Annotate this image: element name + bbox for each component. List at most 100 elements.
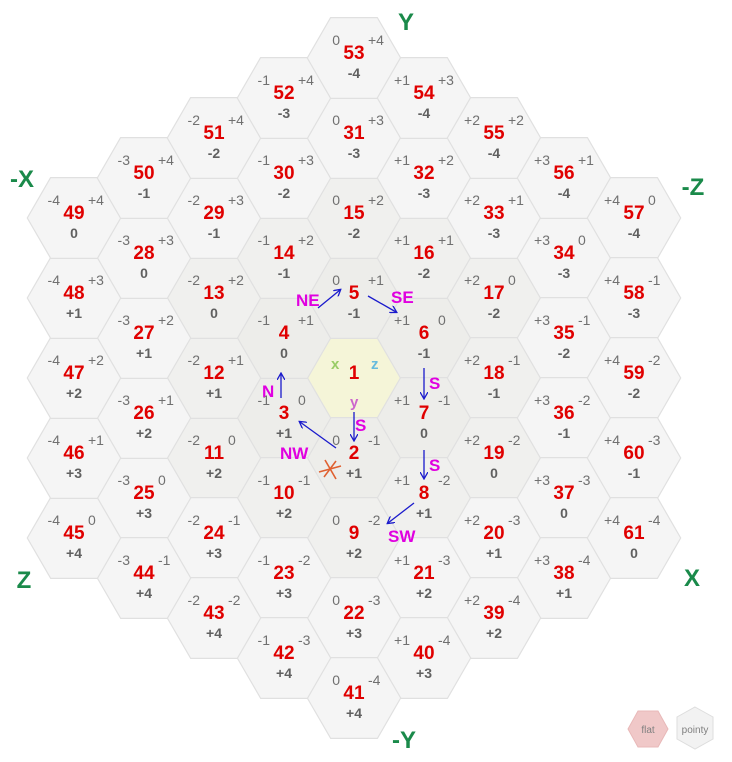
cell-number: 32 <box>413 163 434 184</box>
cell-x-coord: -2 <box>188 272 201 288</box>
cell-z-coord: -3 <box>438 552 451 568</box>
arrow-4-to-5 <box>317 290 340 309</box>
cell-x-coord: -2 <box>188 352 201 368</box>
cell-number: 54 <box>413 83 435 104</box>
cell-y-coord: +3 <box>346 625 362 641</box>
hex-cell-29: 29-2+3-1 <box>166 177 262 259</box>
cell-x-coord: +1 <box>394 152 410 168</box>
hex-cell-13: 13-2+20 <box>166 257 262 339</box>
cell-number: 26 <box>133 403 154 424</box>
flat-toggle-button[interactable]: flat <box>627 710 669 748</box>
cell-x-coord: 0 <box>332 592 340 608</box>
cell-z-coord: +3 <box>368 112 384 128</box>
hex-cell-23: 23-1-2+3 <box>236 536 332 620</box>
cell-x-coord: -4 <box>48 432 61 448</box>
cell-number: 46 <box>63 443 84 464</box>
hex-cell-9: 90-2+2 <box>306 497 402 580</box>
cell-y-coord: +4 <box>66 545 82 561</box>
cell-number: 28 <box>133 243 154 264</box>
arrow-8-to-9 <box>388 502 415 523</box>
cell-number: 52 <box>273 83 294 104</box>
origin-z-letter: z <box>371 356 379 373</box>
hex-cell-55: 55+2+2-4 <box>446 96 542 179</box>
cell-number: 51 <box>203 123 225 144</box>
cell-y-coord: +4 <box>136 585 152 601</box>
cell-number: 27 <box>133 323 154 344</box>
cell-x-coord: +3 <box>534 152 550 168</box>
direction-ne-label: NE <box>296 291 320 310</box>
cell-y-coord: +4 <box>276 665 292 681</box>
cell-x-coord: +4 <box>604 192 620 208</box>
cell-number: 2 <box>349 443 360 464</box>
cell-x-coord: -3 <box>118 472 131 488</box>
cell-number: 33 <box>483 203 504 224</box>
cell-number: 8 <box>419 483 430 504</box>
cell-number: 38 <box>553 563 574 584</box>
direction-n-label: N <box>262 382 274 401</box>
cell-z-coord: +2 <box>88 352 104 368</box>
cell-x-coord: 0 <box>332 512 340 528</box>
hex-cell-49: 49-4+40 <box>26 177 122 259</box>
axis-neg-z-label: -Z <box>682 174 705 201</box>
cell-x-coord: +1 <box>394 72 410 88</box>
hex-cell-61: 61+4-40 <box>586 497 682 580</box>
axis-x-label: X <box>684 565 700 592</box>
cell-x-coord: +2 <box>464 192 480 208</box>
pointy-toggle-button[interactable]: pointy <box>676 706 714 750</box>
cell-z-coord: -4 <box>648 512 661 528</box>
hex-cell-32: 32+1+2-3 <box>376 137 472 219</box>
cell-z-coord: +4 <box>368 32 384 48</box>
axis-neg-y-label: -Y <box>392 727 416 754</box>
cell-number: 16 <box>413 243 434 264</box>
cell-x-coord: +4 <box>604 352 620 368</box>
pointy-toggle-shape[interactable] <box>676 706 714 750</box>
axis-y-label: Y <box>398 9 414 36</box>
hex-cell-40: 40+1-4+3 <box>376 616 472 700</box>
cell-y-coord: -1 <box>418 345 431 361</box>
cell-x-coord: +2 <box>464 352 480 368</box>
cell-y-coord: 0 <box>560 505 568 521</box>
cell-y-coord: +1 <box>136 345 152 361</box>
hex-cell-18: 18+2-1-1 <box>446 337 542 419</box>
cell-number: 18 <box>483 363 504 384</box>
cell-number: 35 <box>553 323 575 344</box>
cell-number: 57 <box>623 203 644 224</box>
cell-z-coord: -2 <box>578 392 591 408</box>
cell-y-coord: +2 <box>136 425 152 441</box>
cell-z-coord: -1 <box>228 512 241 528</box>
cell-y-coord: +4 <box>206 625 222 641</box>
cell-number: 47 <box>63 363 84 384</box>
cell-x-coord: +3 <box>534 392 550 408</box>
cell-z-coord: +1 <box>578 152 594 168</box>
hex-cell-20: 20+2-3+1 <box>446 497 542 580</box>
cell-number: 9 <box>349 523 360 544</box>
cell-y-coord: -3 <box>348 145 361 161</box>
cell-x-coord: -3 <box>118 232 131 248</box>
cell-x-coord: -2 <box>188 192 201 208</box>
cell-number: 43 <box>203 603 224 624</box>
flat-toggle-shape[interactable] <box>627 710 669 748</box>
cell-z-coord: +2 <box>298 232 314 248</box>
hex-cell-46: 46-4+1+3 <box>26 417 122 499</box>
cell-x-coord: +1 <box>394 232 410 248</box>
cell-z-coord: -4 <box>368 672 381 688</box>
cell-z-coord: +3 <box>228 192 244 208</box>
cell-number: 39 <box>483 603 504 624</box>
cell-z-coord: -3 <box>368 592 381 608</box>
cell-y-coord: -1 <box>138 185 151 201</box>
cell-z-coord: -1 <box>648 272 661 288</box>
cell-number: 30 <box>273 163 294 184</box>
cell-x-coord: -1 <box>258 72 271 88</box>
cell-number: 29 <box>203 203 224 224</box>
axis-neg-x-label: -X <box>10 166 34 193</box>
hex-cell-54: 54+1+3-4 <box>376 56 472 139</box>
cell-z-coord: +4 <box>88 192 104 208</box>
hex-cell-19: 19+2-20 <box>446 417 542 499</box>
hex-cell-39: 39+2-4+2 <box>446 576 542 660</box>
cell-z-coord: +4 <box>158 152 174 168</box>
cell-y-coord: -4 <box>488 145 501 161</box>
direction-s-label-2: S <box>355 416 366 435</box>
cell-z-coord: -2 <box>438 472 451 488</box>
